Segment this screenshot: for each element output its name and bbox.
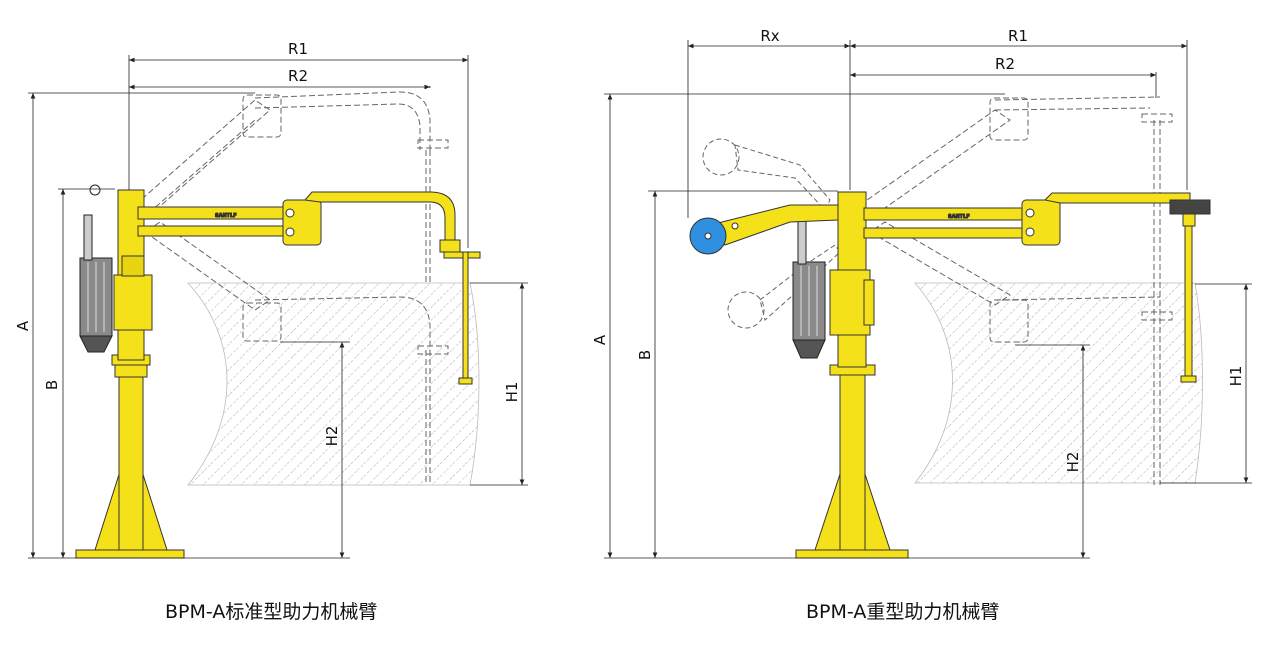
dim-label-r1-left: R1 xyxy=(288,40,308,58)
working-envelope-right xyxy=(914,282,1203,484)
dim-label-a-left: A xyxy=(14,320,32,331)
dim-label-h2-right: H2 xyxy=(1064,452,1082,473)
counterweight-arm-right xyxy=(689,204,839,255)
caption-standard-arm: BPM-A标准型助力机械臂 xyxy=(165,601,378,623)
brand-logo-left: SANTLF xyxy=(215,213,237,219)
dim-label-r2-left: R2 xyxy=(288,67,308,85)
dim-label-r2-right: R2 xyxy=(995,55,1015,73)
cylinder-unit-left xyxy=(79,184,113,353)
standard-arm-diagram: SANTLF R1 R2 A B H1 H2 xyxy=(14,40,528,559)
dim-label-r1-right: R1 xyxy=(1008,27,1028,45)
main-arm-left: SANTLF xyxy=(137,191,481,385)
dim-label-b-left: B xyxy=(43,380,61,390)
dimension-lines-right xyxy=(604,40,1252,559)
column-base-right xyxy=(795,364,909,559)
dim-label-a-right: A xyxy=(591,334,609,345)
ghost-arm-lower-right xyxy=(869,221,1173,343)
working-envelope-left xyxy=(187,282,480,486)
dim-label-h1-left: H1 xyxy=(503,382,521,403)
caption-heavy-arm: BPM-A重型助力机械臂 xyxy=(806,601,1000,623)
main-arm-right: SANTLF xyxy=(863,192,1211,383)
brand-logo-right: SANTLF xyxy=(948,214,970,220)
column-base-left xyxy=(75,354,185,559)
dim-label-rx-right: Rx xyxy=(760,27,779,45)
heavy-arm-diagram: SANTLF Rx R1 R2 A B H1 H2 xyxy=(591,27,1252,559)
main-housing-left xyxy=(113,189,153,361)
ghost-arm-upper-left xyxy=(134,91,449,285)
dim-label-h1-right: H1 xyxy=(1227,366,1245,387)
dim-label-b-right: B xyxy=(636,350,654,360)
ghost-arm-lower-left xyxy=(144,221,449,485)
dim-label-h2-left: H2 xyxy=(323,426,341,447)
main-housing-right xyxy=(829,191,875,368)
dimension-lines-left xyxy=(28,55,528,559)
cylinder-unit-right xyxy=(792,219,826,359)
